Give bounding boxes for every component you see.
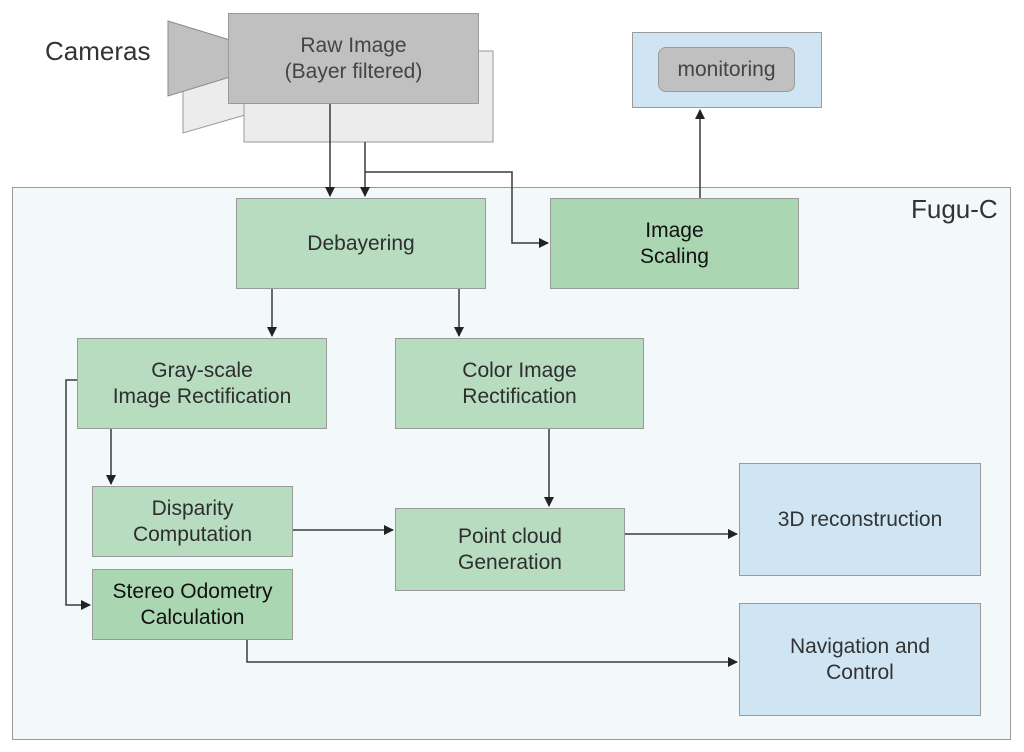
debayering-node: Debayering: [236, 198, 486, 289]
monitoring-node: monitoring: [658, 47, 795, 92]
image-scaling-node: Image Scaling: [550, 198, 799, 289]
grayscale-rectification-node: Gray-scale Image Rectification: [77, 338, 327, 429]
raw-image-node: Raw Image (Bayer filtered): [228, 13, 479, 104]
color-rectification-node: Color Image Rectification: [395, 338, 644, 429]
container-label: Fugu-C: [911, 194, 998, 224]
edge-odometry-to-navigation: [246, 640, 738, 667]
edge-raw-to-image-scaling: [365, 171, 549, 248]
disparity-node: Disparity Computation: [92, 486, 293, 557]
reconstruction-3d-node: 3D reconstruction: [739, 463, 981, 576]
edge-grayscale-to-odometry: [65, 379, 91, 610]
navigation-node: Navigation and Control: [739, 603, 981, 716]
cameras-label: Cameras: [45, 36, 151, 66]
point-cloud-node: Point cloud Generation: [395, 508, 625, 591]
stereo-odometry-node: Stereo Odometry Calculation: [92, 569, 293, 640]
